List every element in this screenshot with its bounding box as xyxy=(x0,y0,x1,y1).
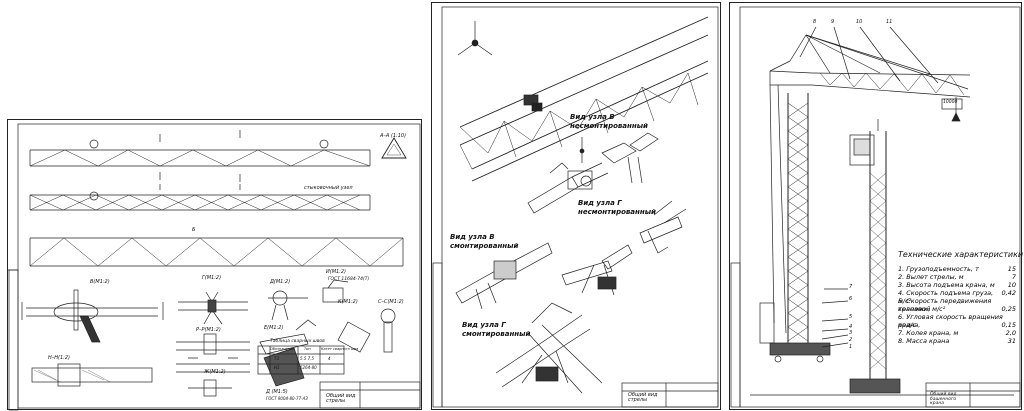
detail-p-label: Р–Р(М1:2) xyxy=(196,327,221,333)
table-header-1: Обозначение xyxy=(270,347,295,351)
detail-d2-label: Д (М1:5) xyxy=(266,389,288,395)
label-g-unmounted: Вид узла Г несмонтированный xyxy=(578,199,656,216)
table-header-3: Катет сварного шва xyxy=(321,347,359,351)
table-cell: 4 xyxy=(328,356,331,361)
detail-zh-label: Ж(М1:2) xyxy=(204,369,226,375)
gost1-label: ГОСТ 11684-74(Т) xyxy=(328,277,370,282)
weld-table-title: Таблица сварных швов xyxy=(270,339,325,344)
specifications-title: Технические характеристики xyxy=(898,250,1024,259)
detail-b-label: В(М1:2) xyxy=(90,279,110,285)
callout-4: 4 xyxy=(849,324,853,330)
table-header-2: Тип xyxy=(304,347,311,351)
detail-n-label: Н–Н(1:2) xyxy=(48,355,70,361)
callout-8: 8 xyxy=(813,19,817,25)
section-b-label: Б xyxy=(192,227,196,233)
detail-k-label: К(М1:2) xyxy=(338,299,358,305)
detail-e-label: Е(М1:2) xyxy=(264,325,284,331)
drawing-sheet-tower-crane: 8 9 10 11 7 6 5 4 3 2 1 10000 Технически… xyxy=(729,2,1023,410)
detail-d-label: Д(М1:2) xyxy=(270,279,291,285)
drawing-sheet-boom-joints: Вид узла В несмонтированный Вид узла Г н… xyxy=(431,2,721,410)
detail-ss-label: С–С(М1:2) xyxy=(378,299,404,305)
label-v-unmounted: Вид узла В несмонтированный xyxy=(570,113,648,130)
table-cell: Н1 xyxy=(274,365,280,370)
callout-9: 9 xyxy=(831,19,835,25)
callout-10: 10 xyxy=(856,19,863,25)
spec-row: 5. Скорость передвижения крановой xyxy=(898,297,992,313)
titleblock-name: Общий вид башенного крана xyxy=(930,392,957,406)
callout-5: 5 xyxy=(849,314,853,320)
callout-2: 2 xyxy=(849,337,853,343)
specifications-block: Технические характеристики 1. Грузоподъе… xyxy=(898,251,1023,347)
section-aa-label: А–А (1:10) xyxy=(380,133,407,139)
callout-11: 11 xyxy=(886,19,893,25)
spec-row: 6. Угловая скорость вращения крана, xyxy=(898,313,1003,329)
callout-7: 7 xyxy=(849,284,853,290)
joint-note-label: стыковочный узел xyxy=(304,185,353,191)
label-v-mounted: Вид узла В смонтированный xyxy=(450,233,519,250)
titleblock-name: Общий вид стрелы xyxy=(326,393,356,404)
table-cell: 5.5 7.5 xyxy=(300,356,314,361)
tower-crane-drawing xyxy=(730,6,1021,408)
boom-drawing xyxy=(8,123,421,411)
hook-weight-label: 10000 xyxy=(943,100,958,105)
detail-z-label: И(М1:2) xyxy=(326,269,347,275)
callout-6: 6 xyxy=(849,296,853,302)
detail-g-label: Г(М1:2) xyxy=(202,275,222,281)
table-cell: Т3 xyxy=(274,356,279,361)
callout-1: 1 xyxy=(849,344,853,350)
callout-3: 3 xyxy=(849,330,853,336)
label-g-mounted: Вид узла Г смонтированный xyxy=(462,321,531,338)
joints-drawing xyxy=(432,6,719,408)
drawing-sheet-boom-general-view: А–А (1:10) Б стыковочный узел В(М1:2) Г(… xyxy=(7,119,422,411)
gost2-label: ГОСТ 9004-80-77-АЗ xyxy=(266,396,308,401)
table-cell: 5264-80 xyxy=(300,365,317,370)
titleblock-name: Общий вид стрелы xyxy=(628,392,658,403)
